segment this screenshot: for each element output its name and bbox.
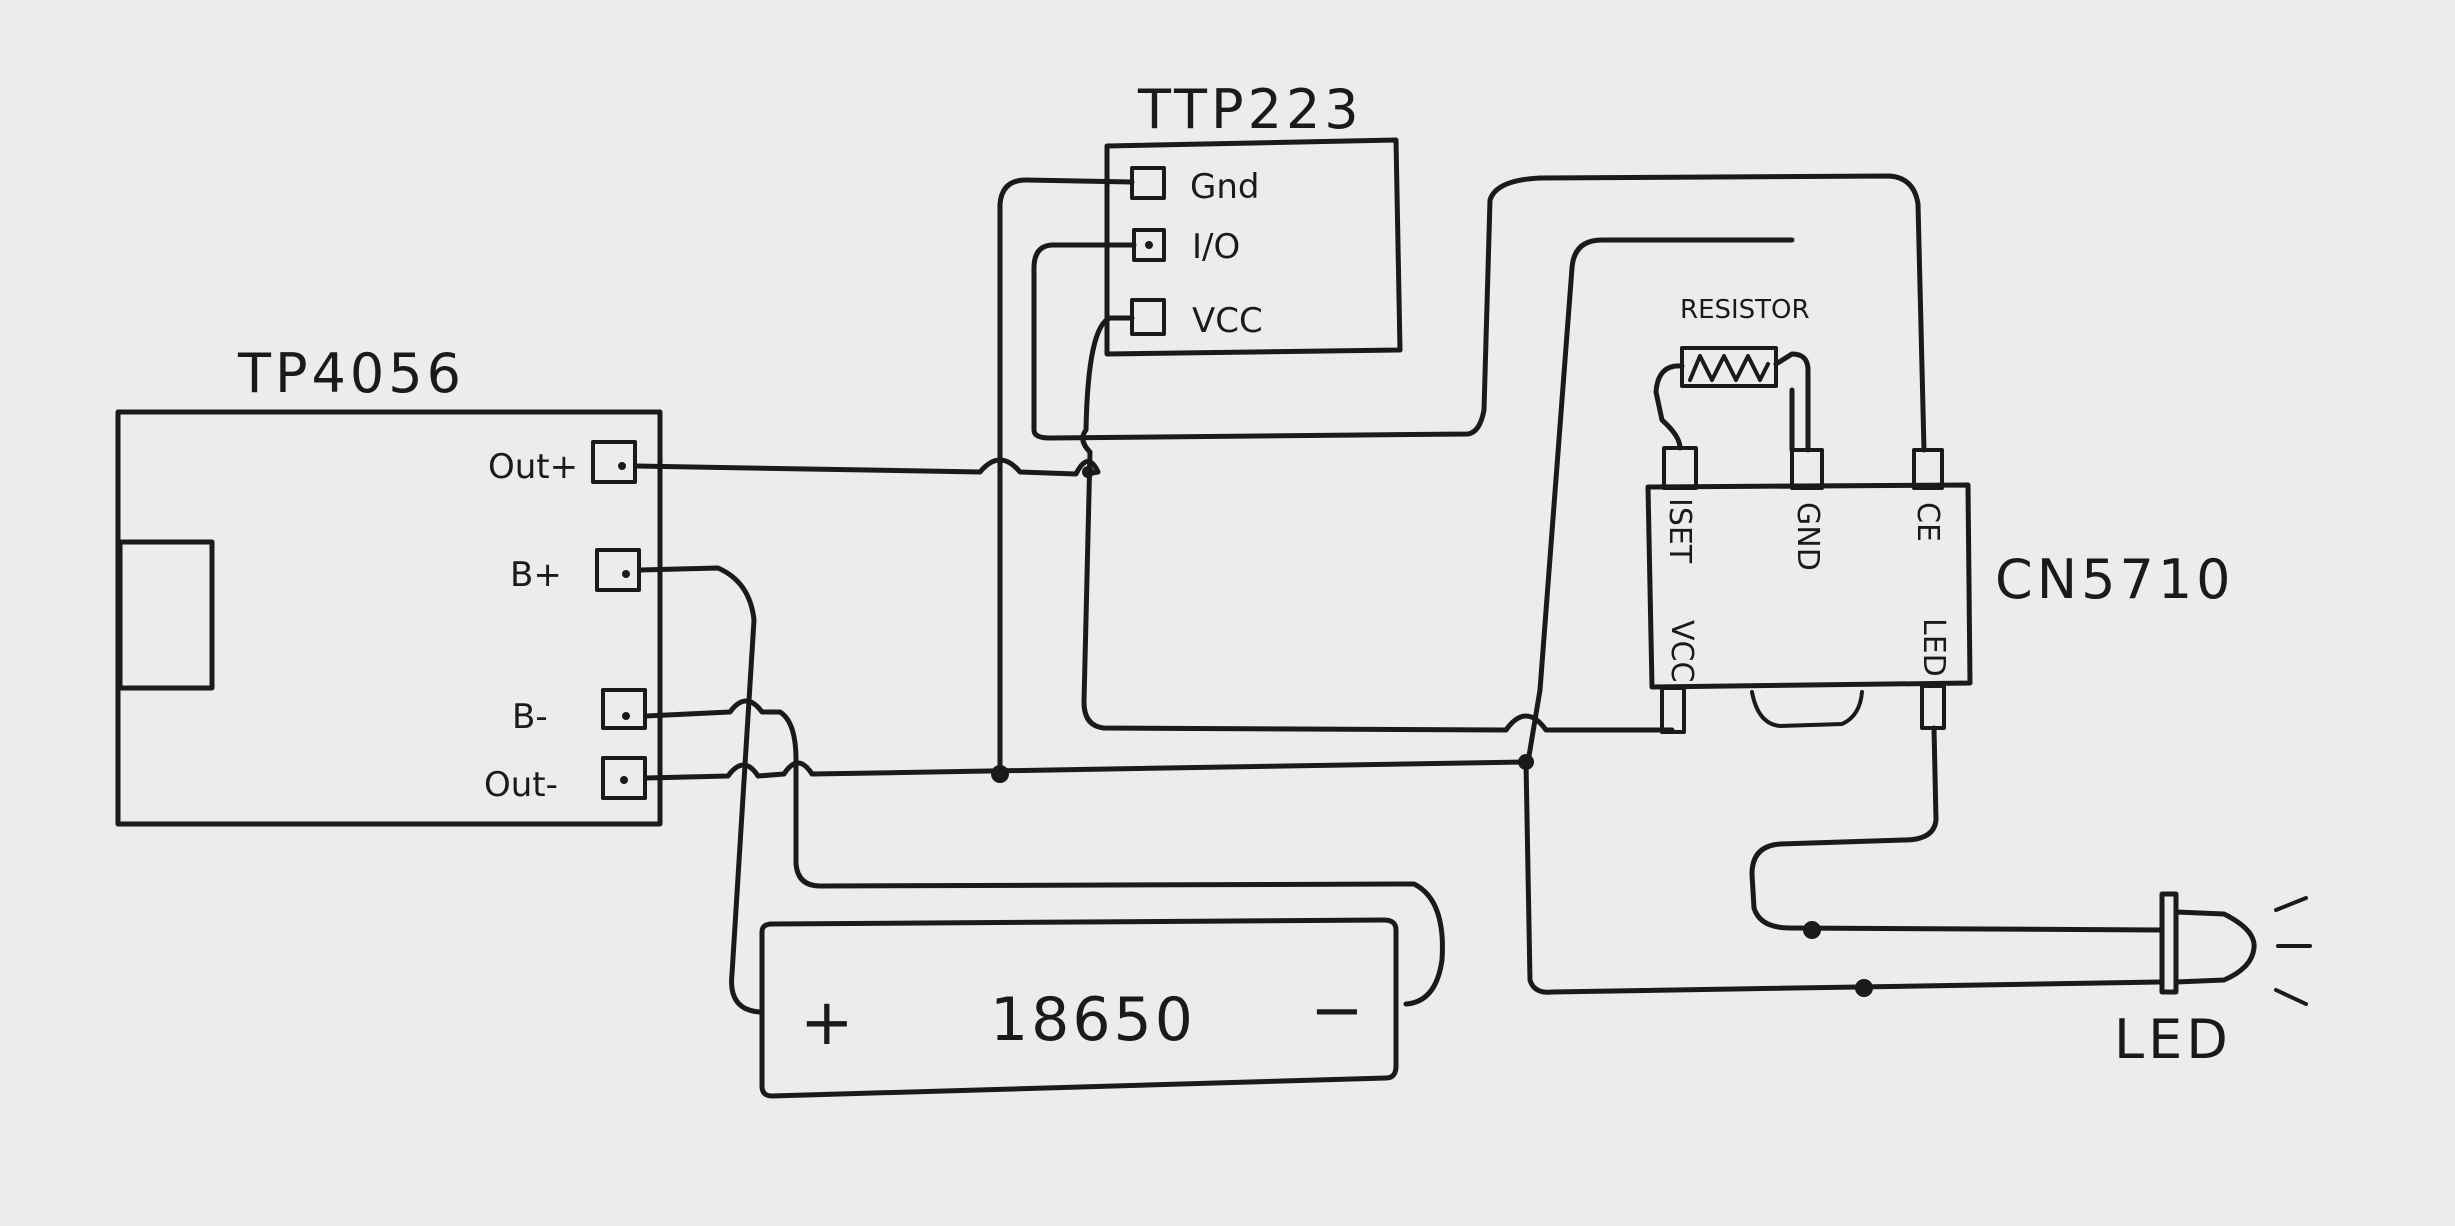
tp4056-label-out-minus: Out- <box>484 765 558 805</box>
led-ray-top <box>2274 896 2308 912</box>
wires <box>633 173 2165 1015</box>
ttp223-label-io: I/O <box>1192 227 1240 267</box>
ttp223-title: TTP223 <box>1137 78 1363 141</box>
cn5710-bottom-mark <box>1750 690 1864 728</box>
wire-resistor-iset <box>1653 363 1685 451</box>
tp4056-pin-out-plus <box>591 440 637 484</box>
cn5710-label-iset: ISET <box>1662 498 1697 564</box>
ttp223-module: TTP223 Gnd I/O VCC <box>1104 78 1403 357</box>
cn5710-module: CN5710 ISET GND CE VCC LED <box>1645 446 2235 734</box>
resistor: RESISTOR <box>1680 295 1810 388</box>
ttp223-pin-gnd <box>1130 166 1166 200</box>
junction-dot-gnd <box>1518 754 1534 770</box>
junction-dot-out-minus <box>991 765 1009 783</box>
ttp223-label-gnd: Gnd <box>1190 167 1259 207</box>
tp4056-module: TP4056 Out+ B+ B- Out- <box>115 342 663 827</box>
led-dome <box>2173 909 2257 985</box>
wire-out-plus <box>633 457 1101 477</box>
cn5710-label-led: LED <box>1916 618 1951 677</box>
cn5710-label-ce: CE <box>1910 502 1945 542</box>
wire-cn-led-to-led <box>1749 725 2165 933</box>
wire-cn-gnd-to-rail <box>1525 237 1795 765</box>
wire-cn-gnd-resistor <box>1773 351 1811 453</box>
cn5710-label-vcc: VCC <box>1664 620 1699 682</box>
tp4056-pin-out-minus-dot <box>620 776 628 784</box>
cn5710-pin-vcc <box>1660 686 1686 734</box>
tp4056-board <box>115 409 663 827</box>
wire-ttp-gnd <box>997 177 1135 773</box>
tp4056-pin-b-plus-dot <box>622 570 630 578</box>
battery-minus-sign: − <box>1310 974 1364 1048</box>
wire-b-plus <box>637 565 763 1015</box>
cn5710-pin-iset <box>1662 446 1698 490</box>
junction-dot-led-anode <box>1803 921 1821 939</box>
tp4056-label-out-plus: Out+ <box>488 447 578 487</box>
cn5710-board <box>1645 482 1973 690</box>
junction-dot-out-plus <box>1082 466 1094 478</box>
wire-ttp-io-to-ce <box>1031 173 1927 453</box>
tp4056-label-b-plus: B+ <box>510 555 562 595</box>
battery-plus-sign: + <box>800 986 854 1060</box>
wire-gnd-to-led <box>1523 759 2165 995</box>
led-ray-bottom <box>2274 988 2308 1006</box>
cn5710-title: CN5710 <box>1995 548 2235 611</box>
tp4056-pin-b-plus <box>595 548 641 592</box>
battery-label: 18650 <box>990 985 1196 1055</box>
cn5710-pin-ce <box>1912 448 1944 490</box>
tp4056-pin-b-minus <box>601 688 647 730</box>
ttp223-label-vcc: VCC <box>1192 301 1263 341</box>
cn5710-label-gnd: GND <box>1790 502 1825 571</box>
tp4056-title: TP4056 <box>237 342 465 405</box>
battery-18650: + 18650 − <box>759 917 1399 1099</box>
ttp223-pin-io-dot <box>1145 241 1153 249</box>
led: LED <box>2114 891 2312 1071</box>
tp4056-label-b-minus: B- <box>512 697 548 737</box>
battery-body <box>759 917 1399 1099</box>
junction-dot-led-cathode <box>1855 979 1873 997</box>
wire-out-minus-rail <box>643 759 1529 781</box>
tp4056-pin-out-plus-dot <box>618 462 626 470</box>
led-flange <box>2159 891 2179 995</box>
led-label: LED <box>2114 1008 2232 1071</box>
ttp223-pin-vcc <box>1130 298 1166 336</box>
ttp223-board <box>1104 137 1403 357</box>
cn5710-pin-led <box>1920 684 1946 730</box>
wire-ttp-vcc-to-cn-vcc <box>1080 315 1675 733</box>
tp4056-usb-port <box>117 539 215 691</box>
resistor-zigzag <box>1688 354 1770 382</box>
wire-b-minus <box>643 698 1445 1007</box>
tp4056-pin-b-minus-dot <box>622 712 630 720</box>
resistor-label: RESISTOR <box>1680 295 1810 325</box>
cn5710-pin-gnd <box>1790 448 1824 490</box>
